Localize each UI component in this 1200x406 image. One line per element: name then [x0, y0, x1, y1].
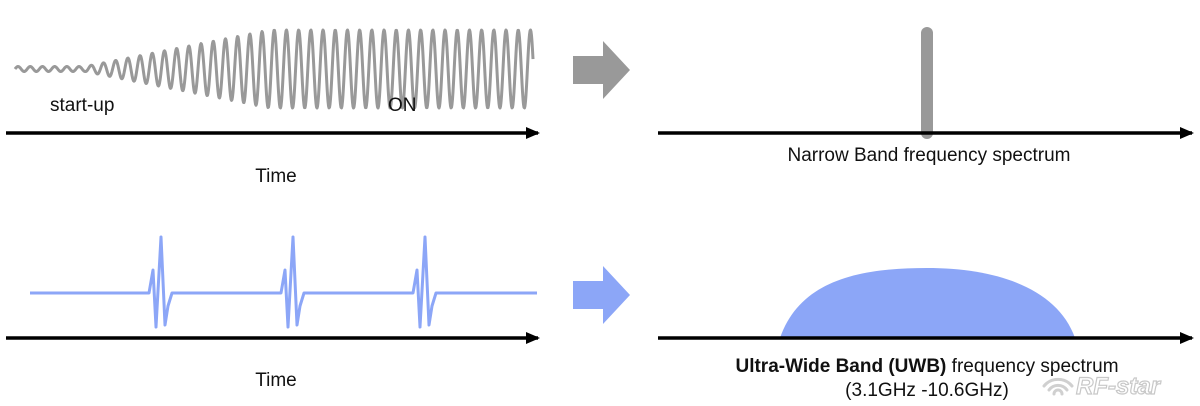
- carrier-waveform: [13, 28, 535, 110]
- narrowband-spectrum-panel: Narrow Band frequency spectrum: [658, 27, 1194, 166]
- brand-text: RF-star: [1076, 373, 1162, 400]
- uwb-spectrum-dome: [780, 268, 1075, 338]
- transform-arrow-bottom: [573, 266, 630, 324]
- uwb-time-panel: Time: [6, 235, 540, 391]
- wifi-signal-icon: [1042, 377, 1074, 396]
- uwb-label-bold: Ultra-Wide Band (UWB): [735, 356, 946, 377]
- time-label-top: Time: [255, 166, 297, 187]
- rf-star-logo: RF-star: [1042, 372, 1162, 401]
- startup-label: start-up: [50, 95, 114, 116]
- uwb-range-label: (3.1GHz -10.6GHz): [845, 380, 1009, 401]
- uwb-pulse-train: [30, 235, 537, 329]
- narrowband-time-panel: start-up ON Time: [6, 28, 540, 187]
- uwb-spectrum-label: Ultra-Wide Band (UWB) frequency spectrum: [735, 356, 1118, 377]
- uwb-spectrum-panel: Ultra-Wide Band (UWB) frequency spectrum…: [658, 268, 1194, 401]
- narrowband-spectrum-label: Narrow Band frequency spectrum: [787, 145, 1070, 166]
- on-label: ON: [388, 95, 417, 116]
- transform-arrow-top: [573, 41, 630, 99]
- time-label-bottom: Time: [255, 370, 297, 391]
- uwb-label-rest: frequency spectrum: [946, 356, 1118, 377]
